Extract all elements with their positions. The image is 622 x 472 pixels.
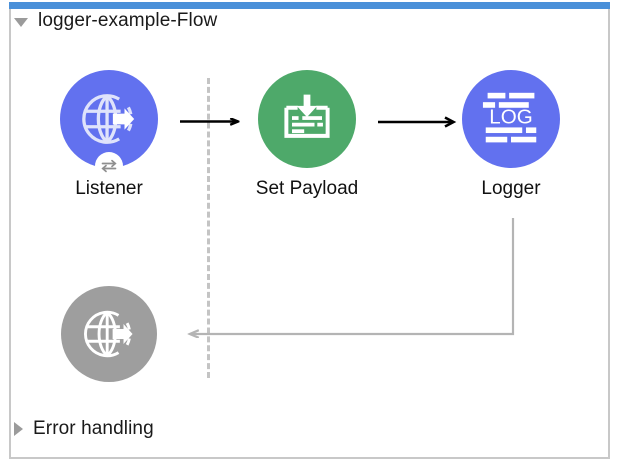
flow-node-response[interactable] xyxy=(55,286,163,392)
error-handling-section-header[interactable]: Error handling xyxy=(14,418,154,440)
set-payload-label: Set Payload xyxy=(255,178,359,199)
document-download-icon xyxy=(284,94,330,138)
dashed-vertical-divider xyxy=(207,78,210,378)
exchange-arrows-icon xyxy=(101,159,117,173)
flow-title: logger-example-Flow xyxy=(38,10,218,31)
set-payload-circle[interactable] xyxy=(258,70,356,168)
logger-label: Logger xyxy=(481,178,541,199)
flow-node-listener[interactable]: Listener xyxy=(55,70,163,200)
accent-bar xyxy=(9,2,610,9)
error-handling-title: Error handling xyxy=(33,418,154,439)
response-circle[interactable] xyxy=(61,286,157,382)
logger-icon-text: LOG xyxy=(489,106,532,129)
globe-arrow-icon xyxy=(82,94,135,144)
globe-arrow-icon xyxy=(84,310,133,358)
listener-label: Listener xyxy=(75,178,143,199)
listener-circle[interactable] xyxy=(60,70,158,180)
flow-section-header[interactable]: logger-example-Flow xyxy=(14,10,217,32)
exchange-arrows-badge xyxy=(95,152,123,180)
flow-node-logger[interactable]: LOG Logger xyxy=(457,70,565,200)
triangle-right-icon[interactable] xyxy=(14,422,23,436)
flow-node-set-payload[interactable]: Set Payload xyxy=(253,70,361,200)
triangle-down-icon[interactable] xyxy=(14,17,28,27)
log-lines-icon: LOG xyxy=(482,92,537,143)
logger-circle[interactable]: LOG xyxy=(462,70,560,168)
